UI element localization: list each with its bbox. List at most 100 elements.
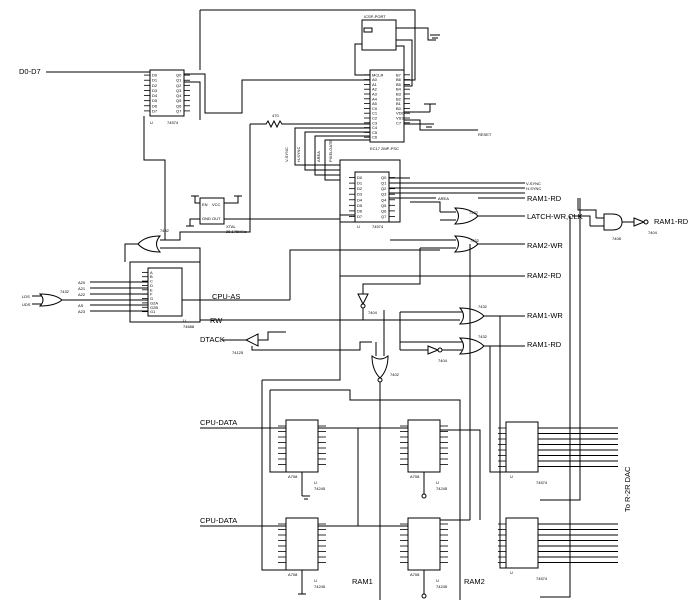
as-label: AS <box>78 303 84 308</box>
osc-en-pin: EN <box>202 202 208 207</box>
hsync-vertical-label: H-SYNC <box>296 147 301 162</box>
pic-part: EC17 2MP-PSC <box>370 146 399 151</box>
latch-top-ref: U <box>510 474 513 479</box>
mid-74574-left-pin-label: D6 <box>357 208 363 213</box>
pic-left-pin-label: A5 <box>372 101 378 106</box>
osc-gnd-pin: GND <box>202 216 211 221</box>
pixelgate-vertical-label: PIXELGATE <box>328 140 333 162</box>
ram1-rd-label: RAM1-RD <box>527 194 562 203</box>
top-74574-right-pin-label: Q1 <box>176 78 182 83</box>
reset-label: RESET <box>478 132 492 137</box>
ram2-label: RAM2 <box>464 577 485 586</box>
cmp-74688-left-pin-label: G <box>150 296 153 301</box>
pic-left-pin-label: A2 <box>372 87 378 92</box>
bottom-buffer-1-part: A708 <box>288 572 298 577</box>
top-buffer-2: A708 U 74245 <box>407 419 448 491</box>
inverter-lower-part: 7404 <box>438 358 448 363</box>
a20-label: A20 <box>78 280 86 285</box>
pic-left-pin-label: C5 <box>372 130 378 135</box>
top-74574-right-pin-label: Q3 <box>176 88 182 93</box>
mid-74574-left-pin-label: D4 <box>357 197 363 202</box>
top-buffer-2-ref: U <box>436 480 439 485</box>
or-gate-ram1-wr: 7432 <box>458 304 488 325</box>
a21-label: A21 <box>78 286 86 291</box>
pic-left-pin-label: C0 <box>372 106 378 111</box>
a23-label: A23 <box>78 309 86 314</box>
top-74574-part: 74574 <box>167 120 179 125</box>
and-gate-ram1-rd-out: 7408 <box>603 213 623 241</box>
vsync-vertical-label: V-SYNC <box>284 147 289 162</box>
cmp-74688-left-pin-label: G1 <box>150 309 156 314</box>
top-74574-left-pin-label: D2 <box>152 83 158 88</box>
nor-gate-center: 7402 <box>371 355 400 383</box>
osc-vcc-pin: VCC <box>212 202 221 207</box>
ram1-label: RAM1 <box>352 577 373 586</box>
or-gate-ram2wr-part: 7432 <box>470 238 480 243</box>
top-74574-left-pin-label: D5 <box>152 98 158 103</box>
top-buffer-1: A708 U 74245 <box>285 419 326 491</box>
top-74574-ref: U <box>150 120 153 125</box>
cpu-as-label: CPU-AS <box>212 292 240 301</box>
ram2-wr-label: RAM2-WR <box>527 241 563 250</box>
cmp-74688-left-pin-label: E <box>150 287 153 292</box>
inverter-ram1-rd-lower: 7404 <box>427 345 448 363</box>
or-gate-ram1rd-lower-part: 7432 <box>478 334 488 339</box>
inverter-out-part: 7404 <box>648 230 658 235</box>
icsp-port-label: ICSP-PORT <box>364 14 386 19</box>
latch-bottom-ref: U <box>510 570 513 575</box>
mid-74574-right-pin-label: Q2 <box>381 186 387 191</box>
pic-right-pin-label: B4 <box>396 87 402 92</box>
top-74574-left-pin-label: D3 <box>152 88 158 93</box>
bottom-buffer-2-part: A708 <box>410 572 420 577</box>
ram1-rd-out-label: RAM1-RD <box>654 217 689 226</box>
top-buffer-1-sub: 74245 <box>314 486 326 491</box>
uds-label: UDS <box>22 302 31 307</box>
cmp-74688-left-pin-label: G2A <box>150 300 158 305</box>
ram1-rd-lower-label: RAM1-RD <box>527 340 562 349</box>
latch-wr-clk-label: LATCH-WR,CLK <box>527 212 583 221</box>
or-gate-top-part: 7432 <box>469 210 479 215</box>
bottom-buffer-1-sub: 74245 <box>314 584 326 589</box>
or-gate-left-mid: 7432 <box>137 228 170 253</box>
top-74574-right-pin-label: Q2 <box>176 83 182 88</box>
pic-left-pin-label: A4 <box>372 96 378 101</box>
top-buffer-2-sub: 74245 <box>436 486 448 491</box>
to-dac-label: To R-2R DAC <box>623 466 632 512</box>
tristate-part: 74125 <box>232 350 244 355</box>
nor-gate-part: 7402 <box>390 372 400 377</box>
cmp-74688-left-pin-label: A <box>150 270 153 275</box>
cmp-part: 74688 <box>183 324 195 329</box>
bottom-buffer-2-ref: U <box>436 578 439 583</box>
bottom-buffer-1: A708 U 74245 <box>285 517 326 589</box>
top-74574-left-pin-label: D6 <box>152 103 158 108</box>
pic-left-pin-label: C4 <box>372 125 378 130</box>
mid-74574-right-pin-label: Q4 <box>381 197 387 202</box>
ram1-wr-label: RAM1-WR <box>527 311 563 320</box>
pic-left-pin-label: A3 <box>372 92 378 97</box>
or-gate-ram1-rd-lower: 7432 <box>458 334 488 355</box>
or-gate-ldsuds-part: 7432 <box>60 289 70 294</box>
pic-left-pin-label: C2 <box>372 116 378 121</box>
pic-right-pin-label: B3 <box>396 92 402 97</box>
area-label: AREA <box>438 196 449 201</box>
top-74574-left-pin-label: D1 <box>152 78 158 83</box>
pic-left-pin-label: A0 <box>372 77 378 82</box>
pic-left-pin-label: A1 <box>372 82 378 87</box>
pic-left-pin-label: C1 <box>372 111 378 116</box>
cmp-74688-left-pin-label: C <box>150 279 153 284</box>
cpu-data-top-label: CPU-DATA <box>200 418 237 427</box>
mid-74574-left-pin-label: D5 <box>357 203 363 208</box>
or-gate-ram1-rd: 7432 <box>453 207 479 225</box>
top-buffer-1-ref: U <box>314 480 317 485</box>
ram2-rd-label: RAM2-RD <box>527 271 562 280</box>
pic-left-pin-label: C3 <box>372 120 378 125</box>
bottom-buffer-2-sub: 74245 <box>436 584 448 589</box>
oscillator: EN VCC GND OUT XTAL 25.175MHz <box>199 197 246 234</box>
latch-top-part: 74574 <box>536 480 548 485</box>
top-buffer-2-part: A708 <box>410 474 420 479</box>
pic-right-pin-label: C7 <box>396 120 402 125</box>
mid-74574-left-pin-label: D7 <box>357 214 363 219</box>
pic-right-pin-label: B6 <box>396 77 402 82</box>
mid-74574-right-pin-label: Q6 <box>381 208 387 213</box>
